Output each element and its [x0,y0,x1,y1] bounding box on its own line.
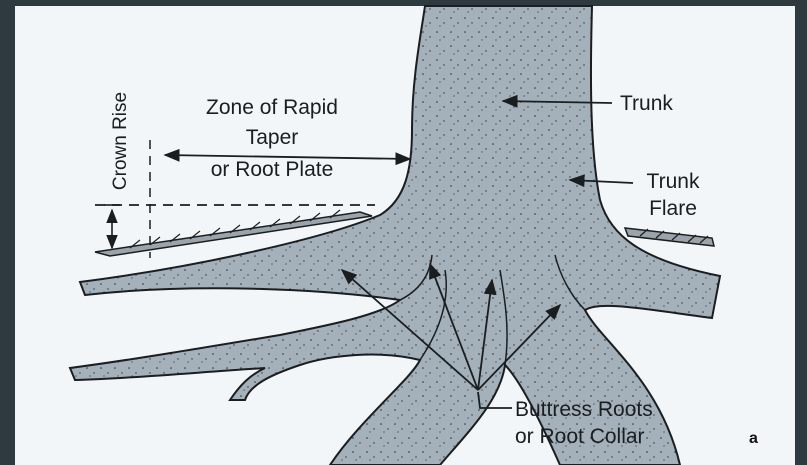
buttress-label-line1: Buttress Roots [515,398,653,422]
buttress-label-line2: or Root Collar [515,425,645,449]
soil-surface-right [625,228,714,246]
trunk-flare-label-line1: Trunk [633,170,713,194]
trunk-label: Trunk [620,92,673,116]
zone-label-line2: Taper [182,126,362,150]
zone-label-line3: or Root Plate [182,158,362,182]
trunk-and-roots [70,6,720,465]
crown-rise-label: Crown Rise [110,92,132,190]
figure-letter: a [749,430,758,448]
zone-label-line1: Zone of Rapid [182,96,362,120]
trunk-flare-label-line2: Flare [633,197,713,221]
